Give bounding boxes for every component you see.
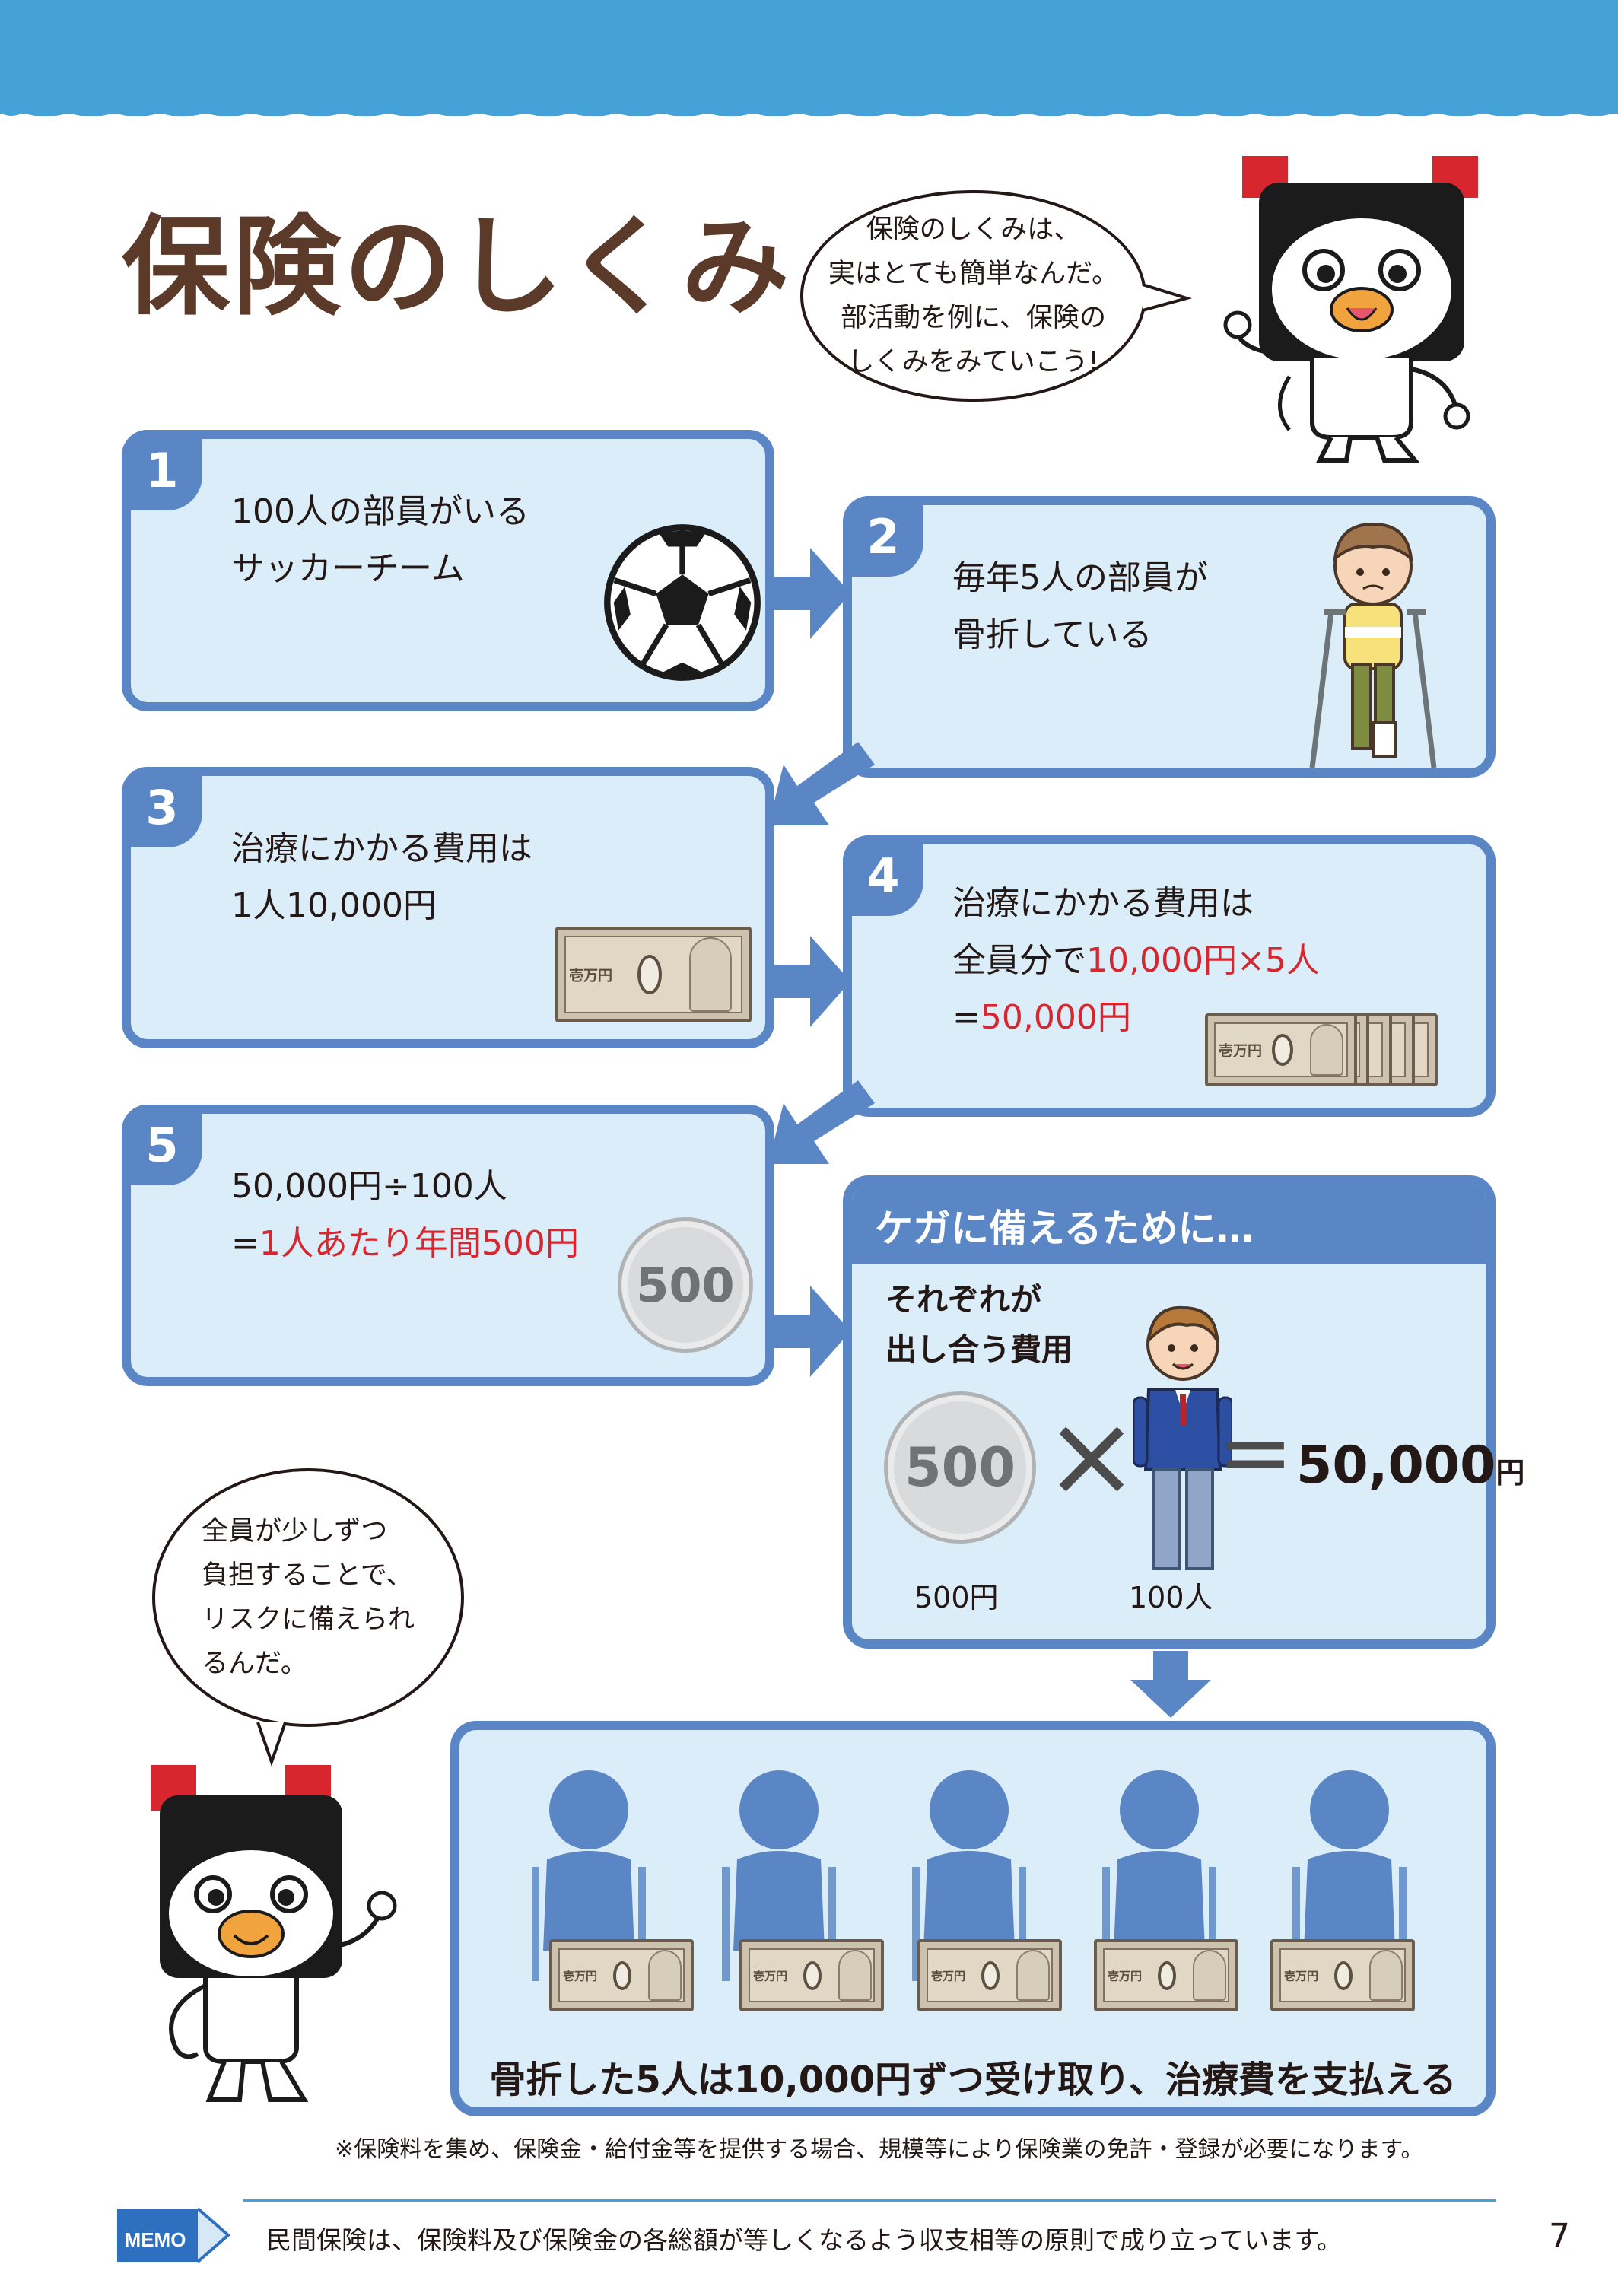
arrow-down-icon (1130, 1651, 1211, 1718)
bubble-bottom-line-1: 全員が少しずつ (201, 1516, 388, 1547)
bill-ten-thousand-yen: 壱万円 (549, 1939, 694, 2011)
bill-label: 壱万円 (563, 1969, 598, 1983)
equals-symbol: = (1217, 1400, 1294, 1506)
footnote: ※保険料を集め、保険金・給付金等を提供する場合、規模等により保険業の免許・登録が… (335, 2136, 1424, 2163)
step-1-line-2: サッカーチーム (231, 549, 465, 588)
preparation-header: ケガに備えるために… (852, 1185, 1486, 1264)
step-5-number: 5 (122, 1105, 202, 1185)
step-5-line-1: 50,000円÷100人 (231, 1167, 507, 1206)
result-amount: 50,000 (1296, 1436, 1496, 1496)
bill-label: 壱万円 (1219, 1042, 1263, 1060)
step-4-line-2-highlight: 10,000円×5人 (1086, 941, 1320, 980)
coin-500-yen-icon: 500 (884, 1391, 1036, 1544)
coin-caption: 500円 (914, 1581, 999, 1614)
person-caption: 100人 (1129, 1581, 1213, 1614)
bubble-top-line-2: 実はとても簡単なんだ。 (828, 259, 1119, 289)
result-box: 壱万円 壱万円 壱万円 壱万円 壱万円 骨折した5人は10,000円ずつ受け取り… (450, 1721, 1496, 2116)
injured-boy-crutches-icon (1309, 522, 1437, 768)
step-5-line-2-highlight: 1人あたり年間500円 (259, 1224, 579, 1263)
step-3-number: 3 (122, 767, 202, 847)
bubble-top-line-4: しくみをみていこう! (847, 347, 1099, 377)
step-5-box: 5 50,000円÷100人 =1人あたり年間500円 500 (122, 1105, 774, 1386)
result-text: 骨折した5人は10,000円ずつ受け取り、治療費を支払える (489, 2059, 1457, 2101)
bubble-top-line-1: 保険のしくみは、 (866, 215, 1081, 245)
bubble-top-tail-icon (1142, 283, 1193, 312)
step-3-line-1: 治療にかかる費用は (231, 829, 532, 868)
preparation-title: ケガに備えるために… (875, 1207, 1254, 1251)
mascot-penguin-icon (1223, 156, 1478, 463)
arrow-right-icon (768, 1286, 850, 1377)
result-amount-unit: 円 (1496, 1456, 1525, 1490)
step-5-line-2-prefix: = (231, 1224, 259, 1263)
memo-text: 民間保険は、保険料及び保険金の各総額が等しくなるよう収支相等の原則で成り立ってい… (266, 2225, 1343, 2255)
businessman-icon (1133, 1305, 1232, 1570)
top-band (0, 0, 1618, 114)
preparation-subtitle-line-2: 出し合う費用 (885, 1331, 1073, 1368)
speech-bubble-bottom: 全員が少しずつ 負担することで、 リスクに備えられ るんだ。 (152, 1468, 464, 1727)
arrow-right-icon (768, 936, 850, 1027)
step-4-line-2-prefix: 全員分で (952, 941, 1086, 980)
bubble-bottom-line-2: 負担することで、 (201, 1560, 413, 1591)
step-3-box: 3 治療にかかる費用は 1人10,000円 壱万円 (122, 767, 774, 1048)
memo-icon-label: MEMO (125, 2228, 186, 2251)
preparation-coin-label: 500 (904, 1436, 1016, 1499)
step-3-line-2: 1人10,000円 (231, 886, 437, 925)
speech-bubble-top: 保険のしくみは、 実はとても簡単なんだ。 部活動を例に、保険の しくみをみていこ… (800, 190, 1146, 402)
coin-label: 500 (636, 1257, 735, 1313)
page-title: 保険のしくみ (122, 205, 793, 330)
step-1-line-1: 100人の部員がいる (231, 492, 529, 531)
step-1-number: 1 (122, 430, 202, 510)
bill-label: 壱万円 (1108, 1969, 1143, 1983)
band-wavy-edge (0, 107, 1618, 116)
times-symbol: × (1044, 1390, 1140, 1522)
bill-label: 壱万円 (569, 967, 613, 984)
arrow-right-icon (768, 548, 850, 639)
arrow-down-left-icon (768, 742, 875, 825)
step-4-line-3-highlight: 50,000円 (980, 998, 1131, 1037)
coin-500-yen-icon: 500 (618, 1217, 753, 1353)
bill-label: 壱万円 (931, 1969, 966, 1983)
step-2-box: 2 毎年5人の部員が 骨折している (843, 496, 1496, 778)
bill-ten-thousand-yen: 壱万円 (555, 927, 752, 1022)
step-4-box: 4 治療にかかる費用は 全員分で10,000円×5人 =50,000円 壱万円 (843, 835, 1496, 1117)
step-2-line-1: 毎年5人の部員が (952, 558, 1208, 597)
bill-ten-thousand-yen: 壱万円 (1094, 1939, 1238, 2011)
step-2-number: 2 (843, 496, 923, 577)
bill-ten-thousand-yen: 壱万円 (1205, 1013, 1357, 1086)
step-4-line-3-prefix: = (952, 998, 981, 1037)
bubble-bottom-tail-icon (256, 1722, 287, 1767)
bubble-top-line-3: 部活動を例に、保険の (841, 303, 1106, 333)
step-4-line-1: 治療にかかる費用は (952, 884, 1254, 923)
bill-label: 壱万円 (1284, 1969, 1319, 1983)
memo-divider (243, 2199, 1496, 2202)
memo-pencil-icon: MEMO (117, 2207, 230, 2263)
page-number: 7 (1549, 2217, 1570, 2256)
bill-label: 壱万円 (753, 1969, 788, 1983)
step-4-number: 4 (843, 835, 923, 916)
arrow-down-left-icon (768, 1080, 875, 1164)
bill-ten-thousand-yen: 壱万円 (917, 1939, 1062, 2011)
bubble-bottom-line-4: るんだ。 (201, 1649, 307, 1679)
bill-ten-thousand-yen: 壱万円 (1270, 1939, 1415, 2011)
step-2-line-2: 骨折している (952, 615, 1152, 654)
preparation-box: ケガに備えるために… それぞれが 出し合う費用 500 × = 50,000円 … (843, 1175, 1524, 1649)
bill-ten-thousand-yen: 壱万円 (739, 1939, 884, 2011)
preparation-subtitle-line-1: それぞれが (885, 1281, 1041, 1318)
soccer-ball-icon (604, 524, 761, 681)
bubble-bottom-line-3: リスクに備えられ (201, 1604, 415, 1635)
injured-people-silhouettes-icon (532, 1770, 1407, 1981)
mascot-penguin-pointing-icon (151, 1765, 397, 2102)
step-1-box: 1 100人の部員がいる サッカーチーム (122, 430, 774, 711)
